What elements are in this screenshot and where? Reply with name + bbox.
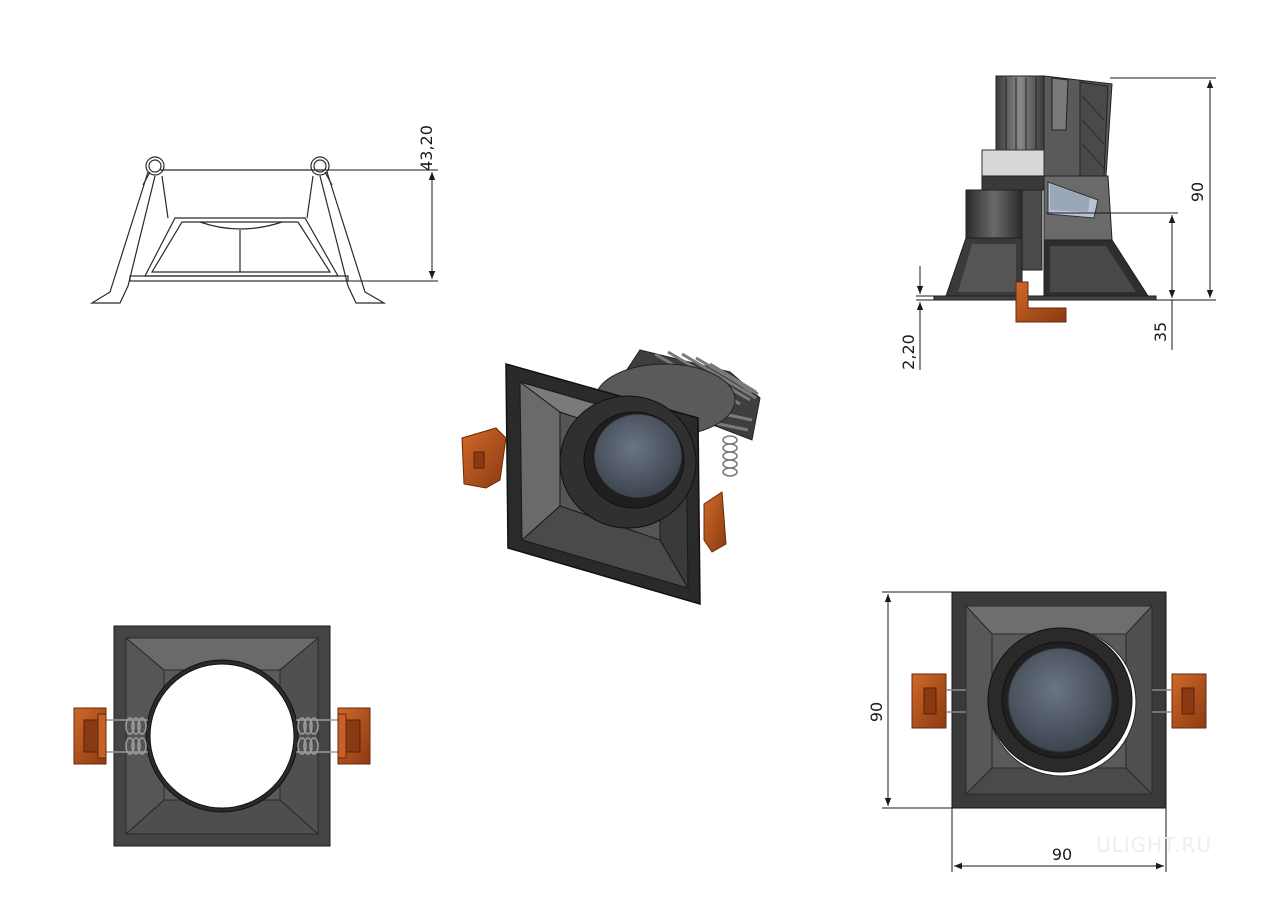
watermark: ULIGHT.RU <box>1096 833 1212 857</box>
section-view-housing <box>965 189 1023 239</box>
isometric-view <box>461 349 761 606</box>
bottom-view-right-spring <box>296 717 344 755</box>
bottom-view-opening <box>149 663 295 809</box>
side-view-reflector <box>144 217 340 277</box>
left-spring-coil <box>145 156 165 176</box>
dim-label-section-lower-height: 35 <box>1151 322 1170 342</box>
bottom-view-right-clip <box>337 707 371 765</box>
side-view-flange <box>129 275 349 282</box>
side-view: 43,20 <box>89 125 438 304</box>
dim-label-flange-thickness: 2,20 <box>899 334 918 370</box>
dim-label-section-height: 90 <box>1188 182 1207 202</box>
right-spring-arm <box>319 171 387 304</box>
left-spring-arm <box>89 171 156 304</box>
section-view: 90 35 2,20 <box>899 75 1216 370</box>
section-view-mounting-clip <box>1015 281 1067 323</box>
iso-lens <box>593 413 683 499</box>
dim-label-front-height: 90 <box>867 702 886 722</box>
bottom-view <box>73 625 371 847</box>
bottom-view-left-spring <box>100 717 148 755</box>
dim-label-side-height: 43,20 <box>417 125 436 171</box>
iso-right-clip <box>703 491 727 553</box>
bottom-view-left-clip <box>73 707 107 765</box>
front-view: 90 90 <box>867 591 1207 872</box>
front-view-right-clip <box>1152 673 1207 729</box>
right-spring-coil <box>310 156 330 176</box>
section-view-label-band <box>981 149 1045 179</box>
section-view-flange <box>933 295 1157 301</box>
dim-label-front-width: 90 <box>1052 845 1072 864</box>
front-view-left-clip <box>911 673 966 729</box>
iso-spring <box>722 435 738 477</box>
front-view-lens <box>1007 647 1113 753</box>
